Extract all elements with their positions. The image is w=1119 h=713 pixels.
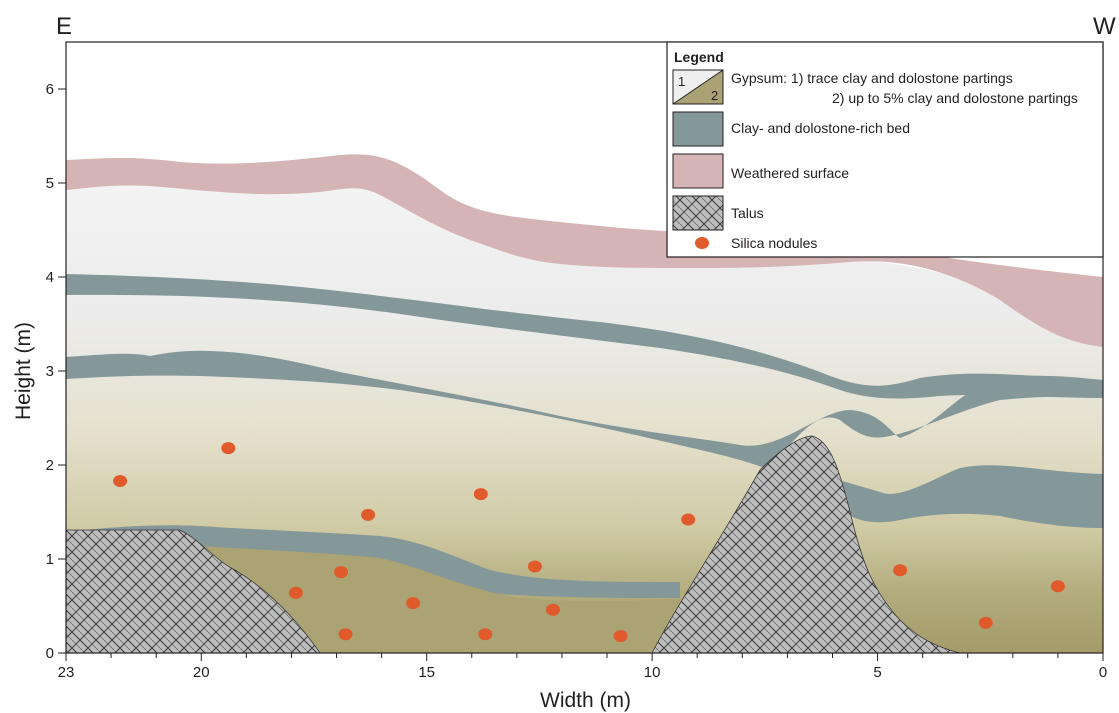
silica-nodule <box>1050 580 1065 593</box>
y-tick-label: 6 <box>46 81 54 98</box>
x-tick-label: 10 <box>644 664 661 681</box>
y-tick-label: 1 <box>46 551 54 568</box>
silica-nodule <box>527 560 542 573</box>
y-axis-title: Height (m) <box>12 322 35 420</box>
legend-nodule-text: Silica nodules <box>731 235 817 251</box>
x-axis-title: Width (m) <box>540 689 631 712</box>
silica-nodule <box>978 616 993 629</box>
y-axis: 0 1 2 3 4 5 6 <box>46 81 66 662</box>
silica-nodule <box>893 564 908 577</box>
talus-right <box>651 435 961 654</box>
legend-nodule-marker <box>695 237 709 249</box>
silica-nodule <box>545 603 560 616</box>
legend-gypsum-text1: Gypsum: 1) trace clay and dolostone part… <box>731 70 1013 86</box>
legend-gypsum-text2: 2) up to 5% clay and dolostone partings <box>832 90 1078 106</box>
silica-nodule <box>334 566 349 579</box>
gypsum-lower-lens <box>200 546 680 653</box>
silica-nodule <box>113 474 128 487</box>
silica-nodules <box>113 442 1065 643</box>
legend-weathered-text: Weathered surface <box>731 165 849 181</box>
silica-nodule <box>288 586 303 599</box>
y-tick-label: 2 <box>46 457 54 474</box>
legend-clay-swatch <box>672 111 724 147</box>
x-tick-label: 5 <box>873 664 881 681</box>
legend: Legend 1 2 Gypsum: 1) trace clay and dol… <box>666 41 1104 258</box>
silica-nodule <box>613 630 628 643</box>
weathered-surface-band <box>66 154 1103 347</box>
legend-weathered-swatch <box>672 153 724 189</box>
y-tick-label: 0 <box>46 645 54 662</box>
legend-title: Legend <box>674 49 724 65</box>
plot-frame <box>65 41 1104 654</box>
direction-east: E <box>56 13 72 40</box>
legend-talus-text: Talus <box>731 205 764 221</box>
legend-talus-swatch <box>672 195 724 231</box>
x-tick-label: 23 <box>58 664 75 681</box>
y-tick-label: 3 <box>46 363 54 380</box>
x-axis: 23 20 15 10 5 0 <box>58 653 1107 681</box>
x-tick-label: 0 <box>1099 664 1107 681</box>
talus-left <box>65 529 321 654</box>
y-tick-label: 5 <box>46 175 54 192</box>
silica-nodule <box>338 628 353 641</box>
legend-clay-text: Clay- and dolostone-rich bed <box>731 120 910 136</box>
silica-nodule <box>478 628 493 641</box>
plot-area <box>65 154 1103 654</box>
legend-gypsum-num2: 2 <box>711 88 718 103</box>
legend-gypsum-num1: 1 <box>678 74 685 89</box>
x-tick-label: 20 <box>193 664 210 681</box>
x-tick-label: 15 <box>418 664 435 681</box>
silica-nodule <box>221 442 236 455</box>
silica-nodule <box>473 488 488 501</box>
legend-gypsum-divider <box>672 69 724 105</box>
upper-clay-bed <box>66 274 1103 399</box>
silica-nodule <box>361 508 376 521</box>
silica-nodule <box>406 597 421 610</box>
legend-box <box>666 41 1104 258</box>
middle-clay-bed <box>66 350 1103 470</box>
silica-nodule <box>681 513 696 526</box>
direction-west: W <box>1093 13 1116 40</box>
lower-clay-bed-left <box>66 525 680 598</box>
y-tick-label: 4 <box>46 269 54 286</box>
